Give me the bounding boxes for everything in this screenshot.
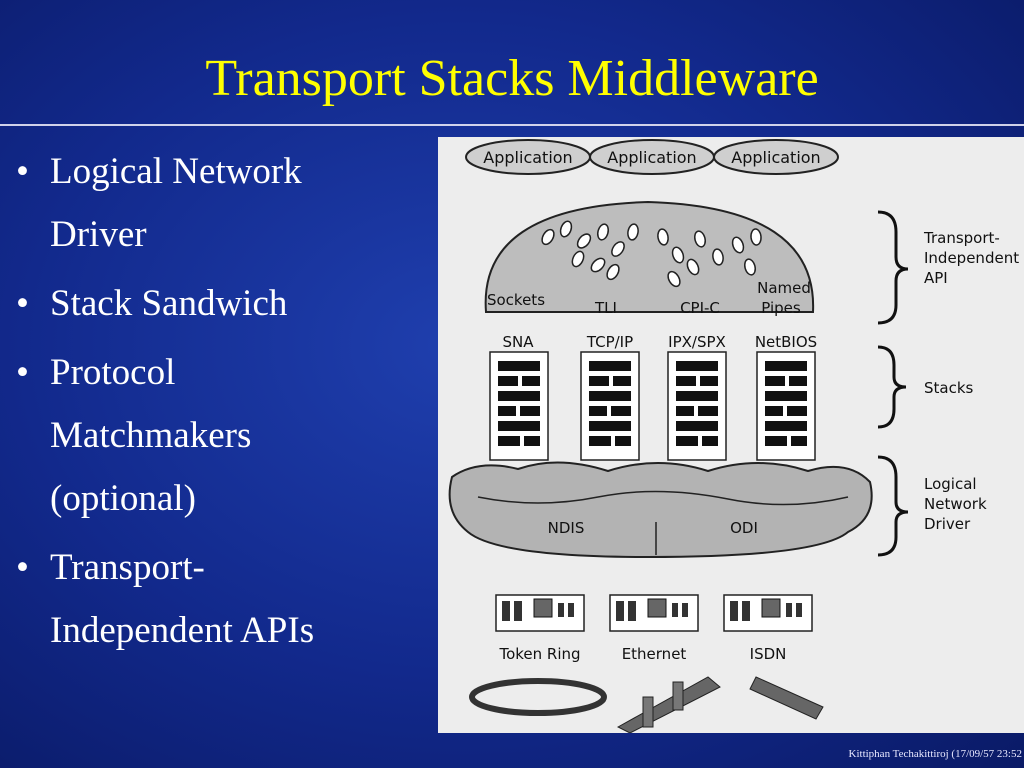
stack-column — [756, 351, 816, 461]
bullet-line: Matchmakers — [50, 415, 252, 456]
network-card-icon — [723, 594, 813, 632]
bullet-line: Stack Sandwich — [50, 283, 288, 324]
stack-label: TCP/IP — [586, 333, 633, 351]
bullet-dot-icon: • — [16, 352, 29, 393]
bullet-item: • Stack Sandwich — [14, 272, 434, 335]
stack-column — [667, 351, 727, 461]
brace-icons — [877, 210, 909, 557]
brace-label: Transport- — [923, 229, 1000, 247]
token-ring-icon — [469, 678, 607, 716]
bullet-line: Independent APIs — [50, 610, 315, 651]
bullet-item: • Logical Network Driver — [14, 140, 434, 266]
bullet-line: Transport- — [50, 547, 205, 588]
api-bun: Sockets TLI CPI-C Named Pipes — [484, 200, 815, 317]
brace-label: API — [924, 269, 948, 287]
stack-column — [489, 351, 549, 461]
stack-label: SNA — [502, 333, 534, 351]
bullet-line: Logical Network — [50, 151, 302, 192]
application-label: Application — [483, 148, 572, 167]
bullet-dot-icon: • — [16, 151, 29, 192]
brace-label: Logical — [924, 475, 977, 493]
brace-label: Independent — [924, 249, 1019, 267]
application-label: Application — [607, 148, 696, 167]
network-label: ISDN — [750, 645, 787, 663]
network-card-icon — [495, 594, 585, 632]
driver-label: NDIS — [548, 519, 585, 537]
slide-footer: Kittiphan Techakittiroj (17/09/57 23:52 — [848, 748, 1022, 760]
title-divider — [0, 124, 1024, 126]
api-label: CPI-C — [680, 299, 720, 317]
bullet-item: • Transport- Independent APIs — [14, 536, 434, 662]
brace-label: Network — [924, 495, 987, 513]
stack-label: NetBIOS — [755, 333, 817, 351]
bullet-dot-icon: • — [16, 547, 29, 588]
slide-title: Transport Stacks Middleware — [205, 50, 819, 107]
stack-label: IPX/SPX — [668, 333, 726, 351]
application-layer: Application Application Application — [465, 139, 839, 175]
bullet-line: Protocol — [50, 352, 176, 393]
network-cards: Token Ring Ethernet ISDN — [495, 594, 813, 663]
stack-column — [580, 351, 640, 461]
network-media — [469, 676, 824, 733]
api-label: Named — [757, 279, 811, 297]
api-label: TLI — [594, 299, 617, 317]
brace-label: Stacks — [924, 379, 974, 397]
bullet-line: Driver — [50, 214, 147, 255]
protocol-stacks — [489, 351, 816, 461]
sesame-seeds-icon — [541, 220, 762, 288]
driver-label: ODI — [730, 519, 758, 537]
bullet-dot-icon: • — [16, 283, 29, 324]
stack-sandwich-figure: Application Application Application — [438, 137, 1024, 733]
network-label: Ethernet — [622, 645, 687, 663]
network-label: Token Ring — [498, 645, 580, 663]
api-label: Pipes — [761, 299, 801, 317]
brace-label: Driver — [924, 515, 971, 533]
ethernet-cable-icon — [616, 676, 721, 733]
bullet-item: • Protocol Matchmakers (optional) — [14, 341, 434, 530]
driver-bun: NDIS ODI — [448, 461, 873, 559]
application-label: Application — [731, 148, 820, 167]
isdn-line-icon — [749, 676, 824, 720]
bullet-line: (optional) — [50, 478, 196, 519]
bullet-list: • Logical Network Driver • Stack Sandwic… — [14, 140, 434, 668]
network-card-icon — [609, 594, 699, 632]
api-label: Sockets — [487, 291, 545, 309]
